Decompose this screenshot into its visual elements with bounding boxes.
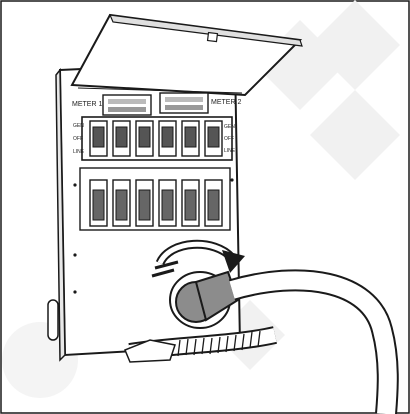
cover-latch [208,33,218,42]
line-label-left: LINE [73,149,85,155]
panel-knockout [48,300,58,340]
transfer-switch-f[interactable] [205,121,222,156]
transfer-switch-c[interactable] [136,121,153,156]
gen-label-left: GEN [73,123,84,129]
breaker-e[interactable] [182,180,199,226]
gen-label-right: GEN [224,124,235,130]
off-label-right: OFF [224,136,234,142]
transfer-switch-b[interactable] [113,121,130,156]
off-label-left: OFF [73,136,83,142]
line-label-right: LINE [224,148,236,154]
breaker-c[interactable] [136,180,153,226]
transfer-switch-d[interactable] [159,121,176,156]
meter-1-label: METER 1 [72,101,102,108]
meter-2-label: METER 2 [211,99,241,106]
transfer-switch-e[interactable] [182,121,199,156]
breaker-a[interactable] [90,180,107,226]
breaker-f[interactable] [205,180,222,226]
breaker-b[interactable] [113,180,130,226]
transfer-switch-a[interactable] [90,121,107,156]
breaker-d[interactable] [159,180,176,226]
